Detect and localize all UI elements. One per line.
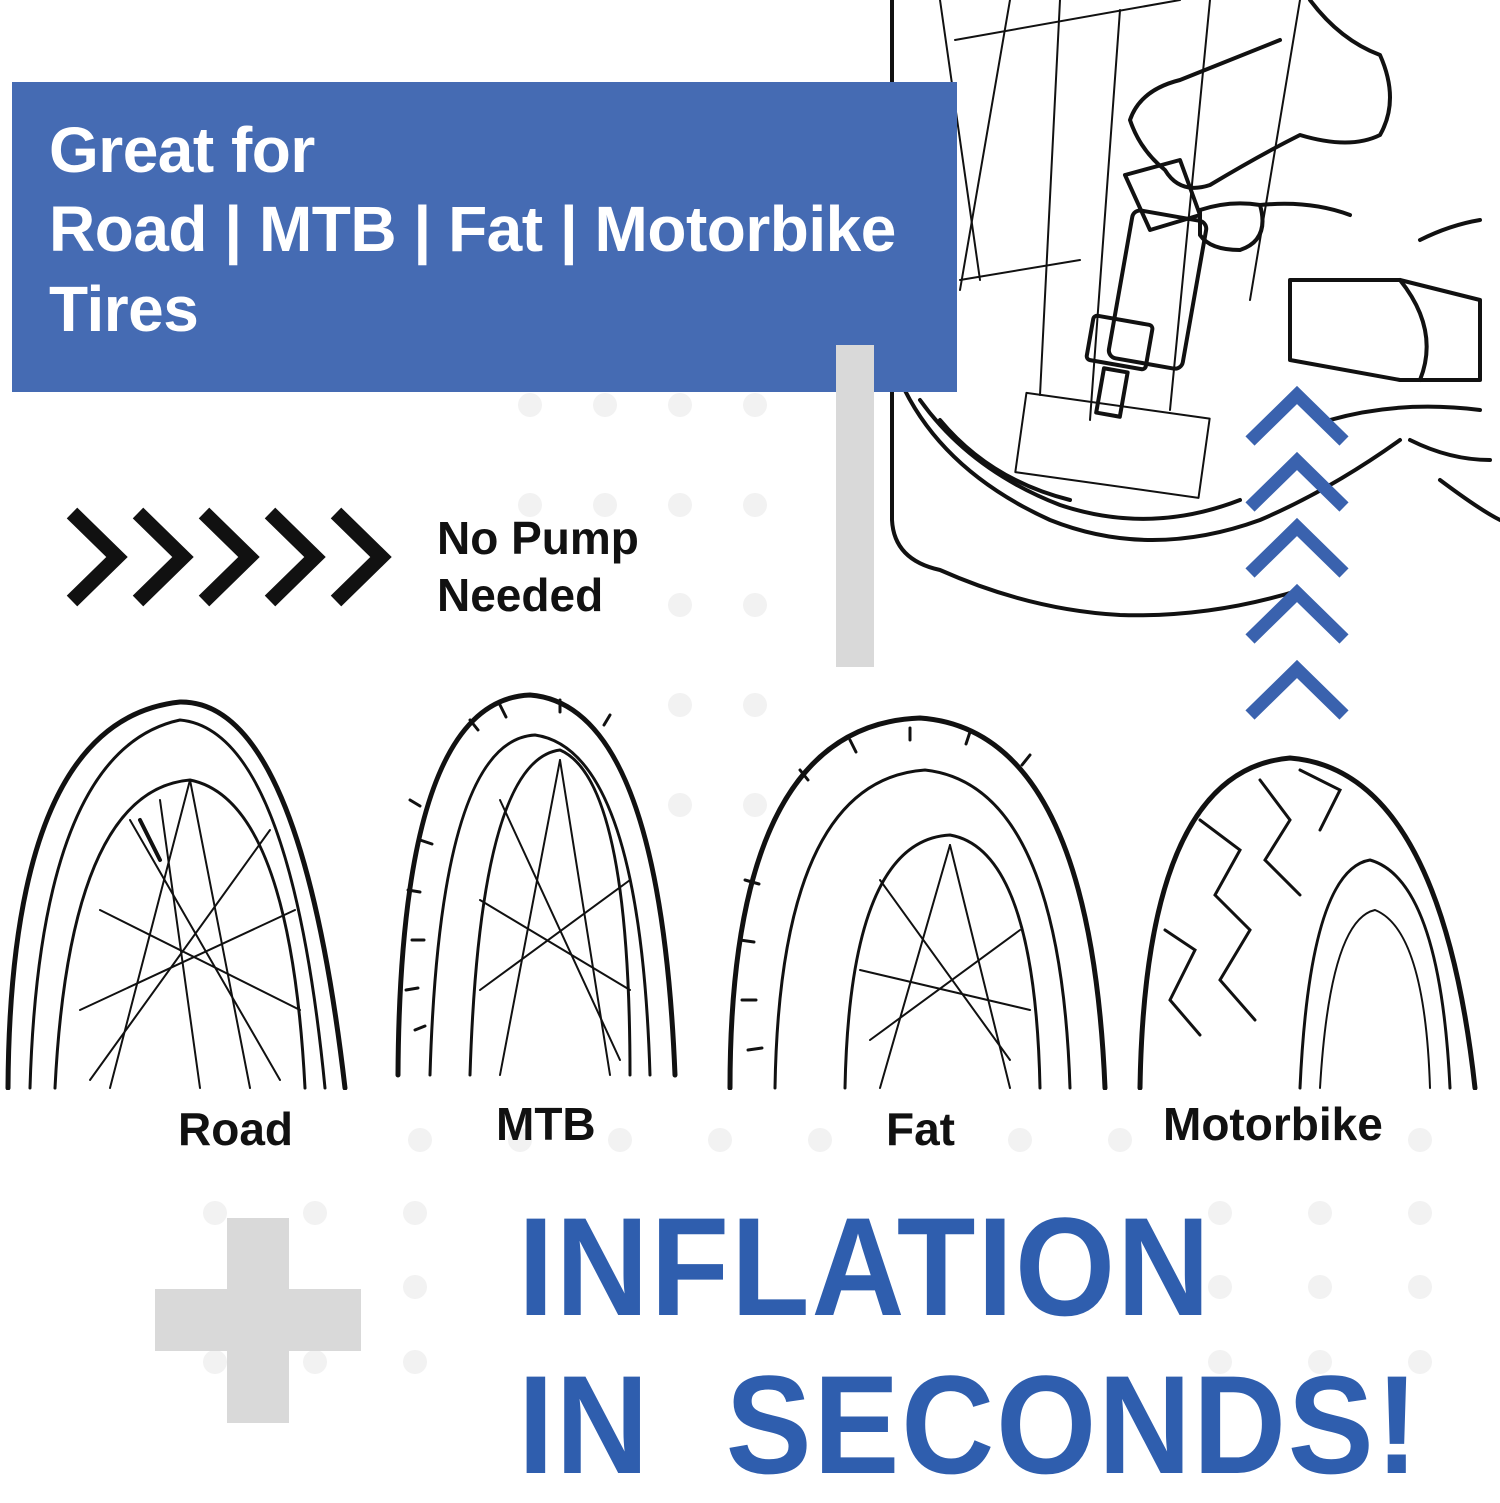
headline-line-2: IN SECONDS! xyxy=(518,1346,1421,1503)
tire-label-motorbike: Motorbike xyxy=(1163,1098,1383,1150)
tire-types-illustration xyxy=(5,692,1478,1090)
fat-bike-wheel-icon xyxy=(727,715,1108,1090)
hand-inflating-tire-illustration xyxy=(890,0,1500,618)
tire-label-road: Road xyxy=(178,1103,293,1155)
up-chevrons-icon xyxy=(1245,385,1349,720)
mtb-wheel-icon xyxy=(395,692,678,1078)
tire-label-mtb: MTB xyxy=(496,1098,596,1150)
feature-line-2: Needed xyxy=(437,569,604,621)
tire-label-fat: Fat xyxy=(886,1103,955,1155)
banner-line-3: Tires xyxy=(49,273,199,345)
banner-line-1: Great for xyxy=(49,114,315,186)
right-chevrons-icon xyxy=(66,507,392,607)
banner-line-2: Road | MTB | Fat | Motorbike xyxy=(49,193,896,265)
feature-line-1: No Pump xyxy=(437,512,639,564)
gray-divider-bar xyxy=(836,345,874,667)
road-bike-wheel-icon xyxy=(5,699,348,1090)
plus-icon xyxy=(155,1218,361,1423)
headline-banner: Great for Road | MTB | Fat | Motorbike T… xyxy=(12,82,957,392)
headline-line-1: INFLATION xyxy=(518,1188,1212,1345)
motorbike-wheel-icon xyxy=(1137,755,1478,1090)
